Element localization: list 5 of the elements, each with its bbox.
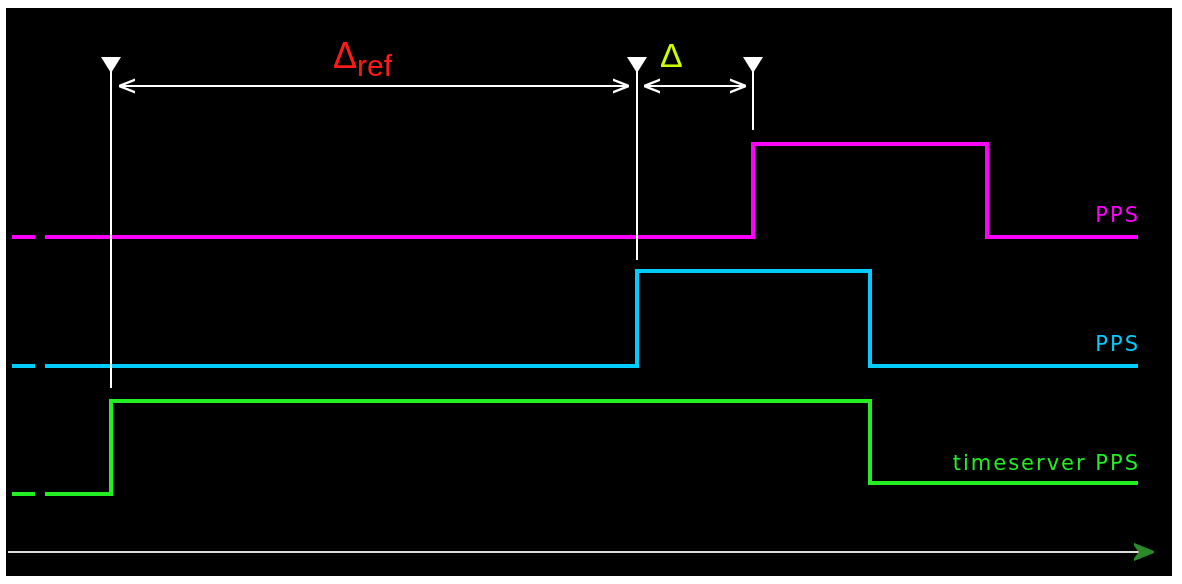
signal-label: PPS [1095,205,1140,226]
interval-label: Δ$_{ref}$ [333,38,393,82]
signal-label: PPS [1095,334,1140,355]
interval-label: Δ [660,38,683,72]
signal-label: timeserver PPS [952,453,1140,474]
